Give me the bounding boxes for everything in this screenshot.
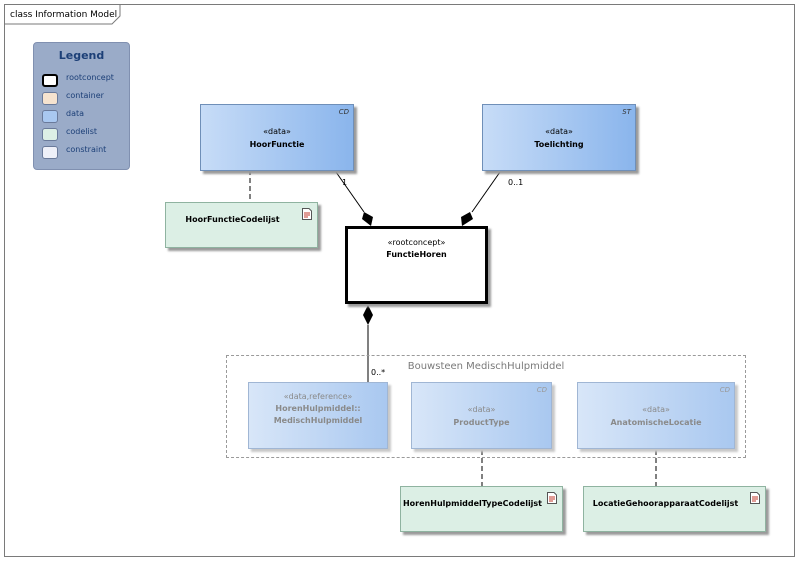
composition-diamond-hoorfunctie (362, 212, 373, 226)
class-stereotype: «data» (467, 405, 496, 414)
frame-title: class Information Model (10, 10, 118, 20)
class-name-line1: HorenHulpmiddel:: (275, 404, 361, 413)
codelist-name: HoorFunctieCodelijst (185, 215, 280, 224)
frame-tab-outline (4, 4, 121, 25)
class-anatomischelocatie[interactable]: CD «data» AnatomischeLocatie (577, 382, 735, 449)
association-hoorfunctie (335, 171, 365, 213)
diagram-frame (4, 4, 795, 557)
association-toelichting (471, 171, 501, 213)
class-name: Toelichting (534, 140, 584, 149)
class-tag: ST (622, 108, 631, 116)
codelist-name: LocatieGehoorapparaatCodelijst (592, 499, 739, 508)
class-name: FunctieHoren (386, 250, 447, 259)
multiplicity-hulpmiddel: 0..* (371, 368, 386, 377)
multiplicity-toelichting: 0..1 (508, 178, 524, 187)
class-name: HoorFunctie (249, 140, 305, 149)
legend-swatch (42, 92, 58, 105)
class-functiehoren[interactable]: «rootconcept» FunctieHoren (345, 226, 488, 304)
class-hoorfunctie[interactable]: CD «data» HoorFunctie (200, 104, 354, 171)
legend-swatch (42, 74, 58, 87)
composition-diamond-toelichting (461, 212, 473, 226)
package-bouwsteen-medischhulpmiddel[interactable]: Bouwsteen MedischHulpmiddel (226, 355, 746, 458)
class-tag: CD (338, 108, 349, 116)
package-title: Bouwsteen MedischHulpmiddel (407, 361, 565, 372)
legend-swatch (42, 110, 58, 123)
multiplicity-hoorfunctie: 1 (342, 178, 348, 187)
codelist-producttype[interactable]: HorenHulpmiddelTypeCodelijst (400, 486, 563, 532)
codelist-locatie[interactable]: LocatieGehoorapparaatCodelijst (583, 486, 766, 532)
legend-swatch (42, 128, 58, 141)
codelist-hoorfunctie[interactable]: HoorFunctieCodelijst (165, 202, 318, 248)
document-icon (302, 208, 312, 220)
class-name: AnatomischeLocatie (610, 418, 702, 427)
class-tag: CD (536, 386, 547, 394)
legend-label: codelist (66, 127, 98, 136)
class-stereotype: «data» (642, 405, 670, 414)
class-stereotype: «rootconcept» (387, 238, 446, 247)
document-icon (547, 492, 557, 504)
document-icon (750, 492, 760, 504)
class-name: ProductType (453, 418, 510, 427)
class-name-line2: MedischHulpmiddel (273, 416, 363, 425)
class-toelichting[interactable]: ST «data» Toelichting (482, 104, 636, 171)
class-stereotype: «data,reference» (283, 392, 353, 401)
class-horenhulpmiddel[interactable]: «data,reference» HorenHulpmiddel:: Medis… (248, 382, 388, 449)
legend-title: Legend (58, 49, 105, 62)
legend-label: constraint (66, 145, 107, 154)
composition-diamond-hulpmiddel (363, 305, 373, 325)
class-producttype[interactable]: CD «data» ProductType (411, 382, 552, 449)
class-tag: CD (719, 386, 730, 394)
class-stereotype: «data» (545, 127, 573, 136)
legend-label: rootconcept (66, 73, 114, 82)
legend-swatch (42, 146, 58, 159)
legend: Legend rootconcept container data codeli… (33, 42, 130, 170)
legend-label: data (66, 109, 85, 118)
legend-label: container (66, 91, 104, 100)
codelist-name: HorenHulpmiddelTypeCodelijst (402, 499, 543, 508)
class-stereotype: «data» (263, 127, 291, 136)
